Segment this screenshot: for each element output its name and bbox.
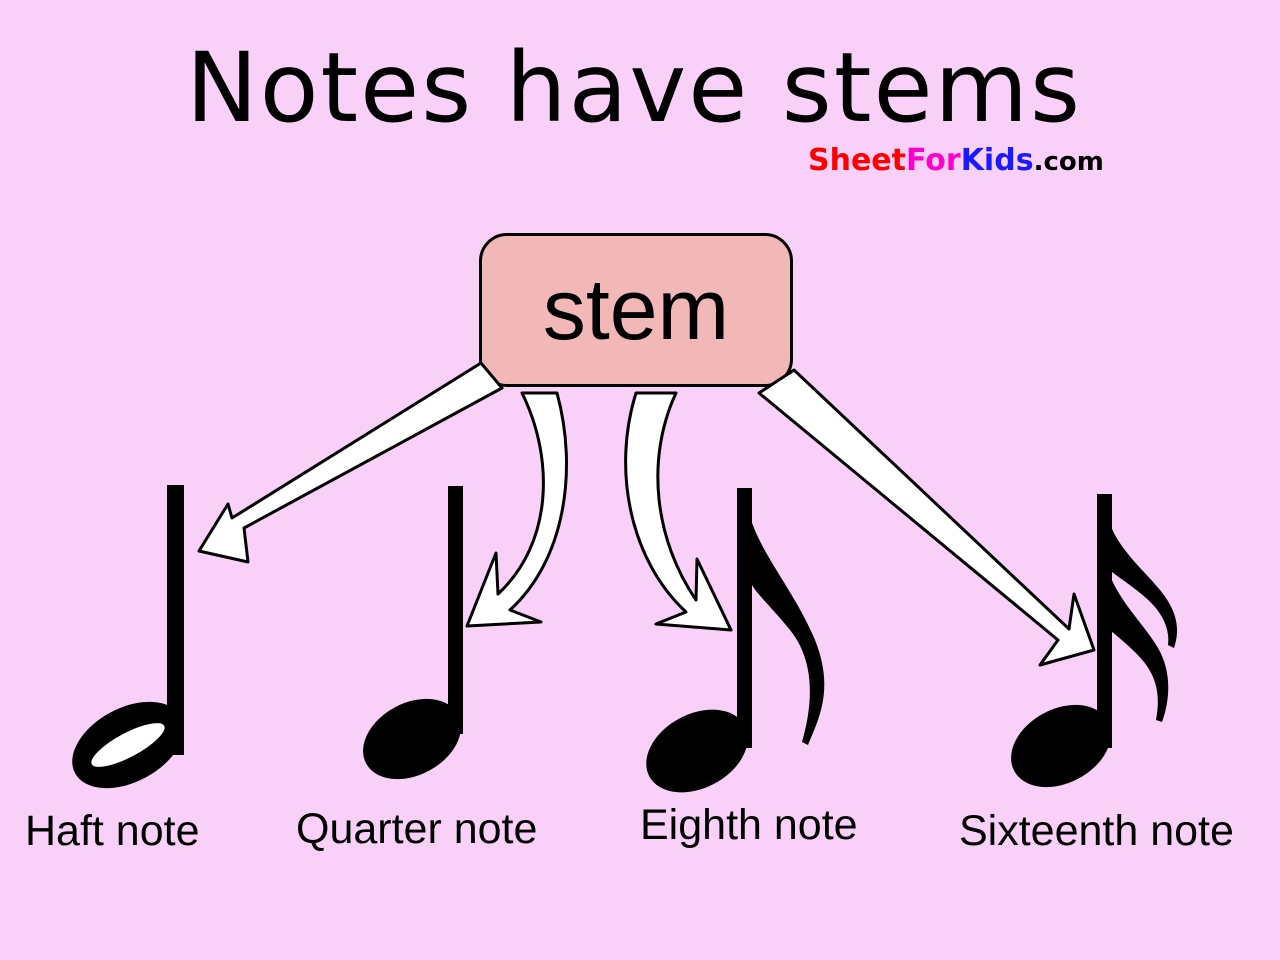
arrow-to-sixteenth-note	[757, 368, 1096, 667]
sixteenth-note	[1011, 494, 1178, 788]
sixteenth-note-label: Sixteenth note	[959, 807, 1234, 855]
brand-logo: SheetForKids.com	[808, 141, 1148, 182]
eighth-note-head	[646, 709, 748, 793]
stem-callout-label: stem	[542, 262, 730, 358]
eighth-note-label: Eighth note	[640, 801, 858, 849]
eighth-note	[646, 488, 825, 793]
page-title: Notes have stems	[185, 32, 1083, 144]
quarter-note	[363, 486, 463, 780]
half-note-stem	[167, 485, 184, 755]
quarter-note-stem	[448, 486, 463, 734]
quarter-note-head	[363, 698, 461, 780]
arrow-to-quarter-note	[465, 391, 568, 628]
half-note-head-hollow	[89, 721, 167, 769]
sixteenth-note-flag-lower	[1104, 556, 1169, 722]
brand-kids: Kids	[960, 143, 1034, 178]
brand-sheet: Sheet	[808, 143, 906, 178]
brand-for: For	[906, 143, 961, 178]
arrow-to-eighth-note	[624, 391, 733, 632]
sixteenth-note-flag-upper	[1104, 494, 1178, 648]
arrow-to-half-note	[197, 361, 504, 564]
eighth-note-flag	[746, 490, 825, 745]
half-note	[72, 485, 184, 789]
half-note-label: Haft note	[25, 807, 200, 855]
quarter-note-label: Quarter note	[296, 805, 538, 853]
brand-domain: .com	[1033, 147, 1104, 177]
eighth-note-stem	[737, 488, 752, 748]
stem-callout-box	[479, 233, 793, 387]
sixteenth-note-head	[1011, 704, 1111, 788]
